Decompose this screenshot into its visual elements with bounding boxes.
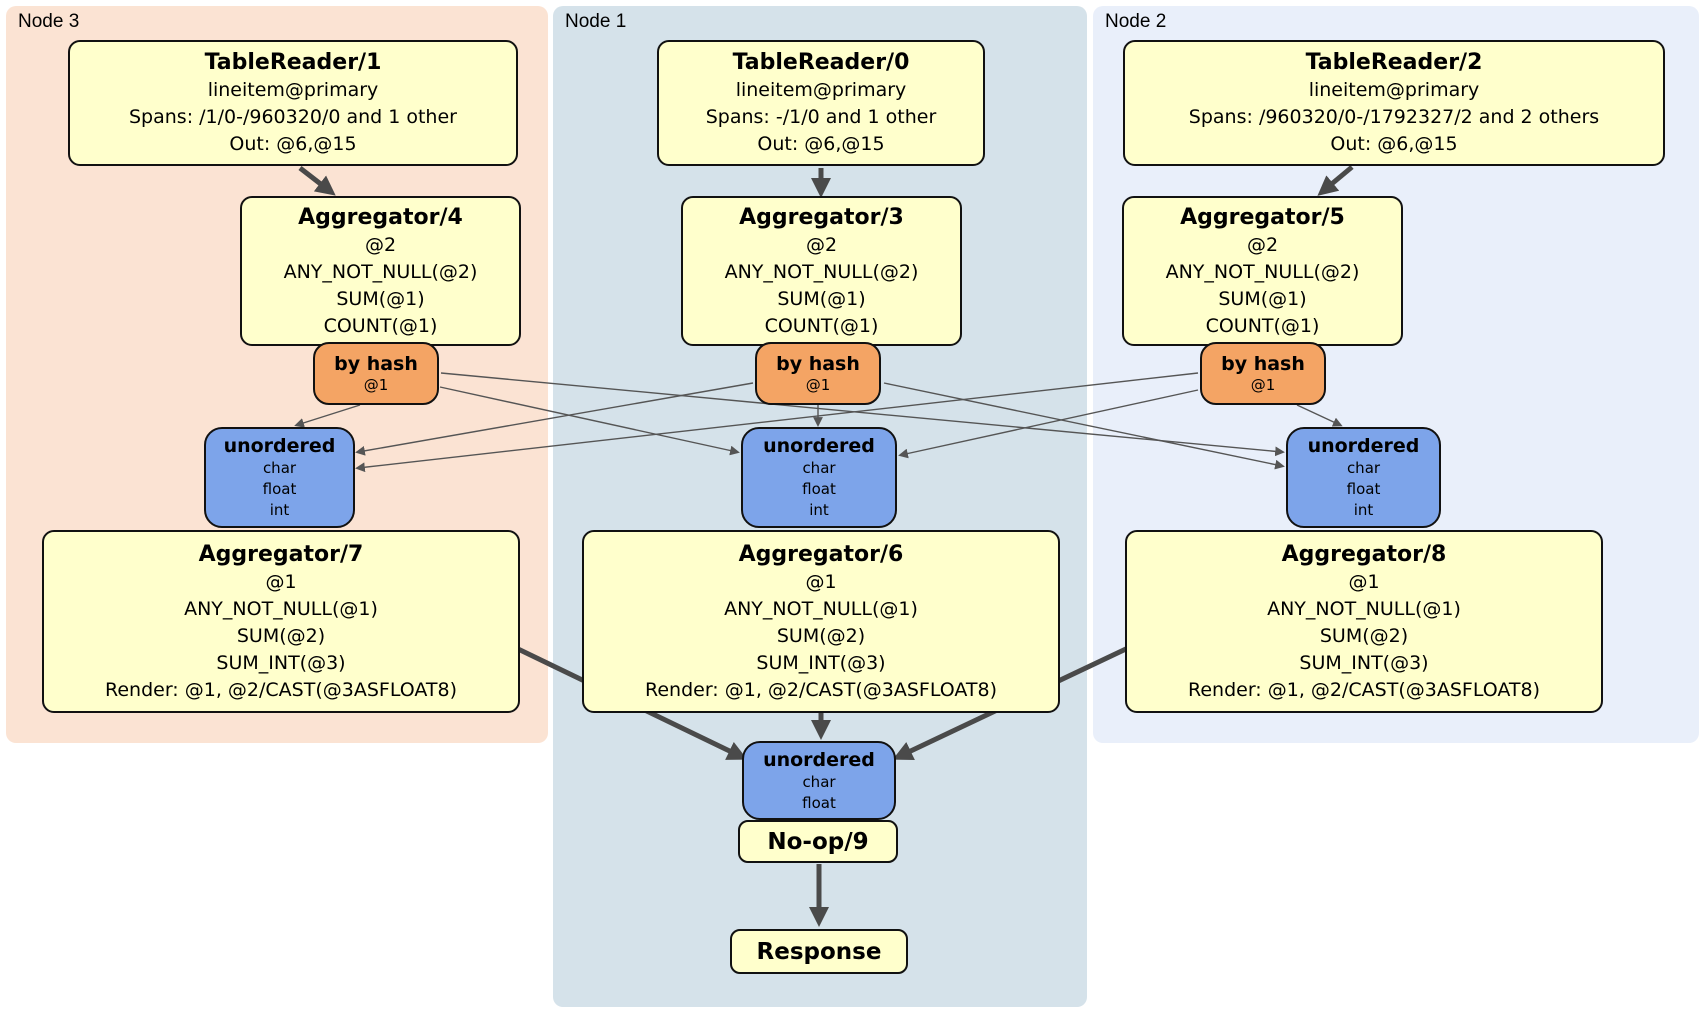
edge-tr1-to-agg4	[298, 166, 336, 196]
processor-detail: ANY_NOT_NULL(@1)	[1267, 597, 1461, 620]
processor-detail: SUM(@1)	[777, 287, 866, 310]
sync-unordered-center: unordered char float int	[741, 427, 897, 528]
processor-detail: SUM_INT(@3)	[1299, 651, 1429, 674]
processor-detail: ANY_NOT_NULL(@2)	[283, 260, 478, 283]
edge-bh4-to-sync-right	[440, 372, 1285, 457]
processor-detail: @2	[805, 233, 838, 256]
sync-type: int	[269, 501, 290, 519]
processor-aggregator-5: Aggregator/5 @2 ANY_NOT_NULL(@2) SUM(@1)…	[1122, 196, 1403, 346]
processor-detail: @1	[805, 570, 837, 593]
sync-type: float	[262, 480, 297, 498]
processor-detail: @1	[1348, 570, 1380, 593]
router-key: @1	[805, 375, 831, 394]
sync-title: unordered	[223, 435, 336, 457]
processor-noop-9: No-op/9	[738, 820, 898, 863]
processor-detail: COUNT(@1)	[1205, 314, 1320, 337]
processor-title: TableReader/1	[204, 50, 382, 75]
router-by-hash-4: by hash @1	[313, 342, 439, 405]
response-box: Response	[730, 929, 908, 974]
processor-aggregator-6: Aggregator/6 @1 ANY_NOT_NULL(@1) SUM(@2)…	[582, 530, 1060, 713]
router-title: by hash	[1221, 352, 1305, 375]
router-title: by hash	[776, 352, 860, 375]
edge-bh5-to-sync-right	[1296, 404, 1343, 427]
node2-group-label: Node 2	[1105, 11, 1167, 32]
processor-aggregator-4: Aggregator/4 @2 ANY_NOT_NULL(@2) SUM(@1)…	[240, 196, 521, 346]
router-key: @1	[363, 375, 389, 394]
processor-aggregator-3: Aggregator/3 @2 ANY_NOT_NULL(@2) SUM(@1)…	[681, 196, 962, 346]
processor-detail: Render: @1, @2/CAST(@3ASFLOAT8)	[1188, 678, 1540, 701]
processor-aggregator-8: Aggregator/8 @1 ANY_NOT_NULL(@1) SUM(@2)…	[1125, 530, 1603, 713]
processor-detail: Render: @1, @2/CAST(@3ASFLOAT8)	[105, 678, 457, 701]
processor-detail: Spans: /1/0-/960320/0 and 1 other	[129, 106, 457, 128]
processor-detail: Out: @6,@15	[1330, 133, 1458, 155]
sync-unordered-final: unordered char float	[742, 741, 896, 820]
node3-group-label: Node 3	[18, 11, 80, 32]
sync-type: float	[802, 480, 836, 498]
processor-detail: ANY_NOT_NULL(@2)	[724, 260, 919, 283]
processor-tablereader-1: TableReader/1 lineitem@primary Spans: /1…	[68, 40, 518, 166]
processor-title: Aggregator/6	[738, 541, 904, 567]
processor-detail: lineitem@primary	[207, 79, 379, 101]
sync-type: float	[802, 793, 836, 812]
processor-detail: ANY_NOT_NULL(@2)	[1165, 260, 1360, 283]
processor-detail: ANY_NOT_NULL(@1)	[724, 597, 918, 620]
processor-detail: SUM(@2)	[1319, 624, 1409, 647]
edge-bh4-to-sync-center	[439, 386, 740, 456]
processor-tablereader-2: TableReader/2 lineitem@primary Spans: /9…	[1123, 40, 1665, 166]
processor-detail: Out: @6,@15	[757, 133, 885, 155]
processor-title: Aggregator/7	[198, 541, 364, 567]
sync-unordered-right: unordered char float int	[1286, 427, 1441, 528]
processor-detail: lineitem@primary	[1308, 79, 1480, 101]
sync-type: char	[262, 459, 297, 477]
processor-detail: COUNT(@1)	[764, 314, 879, 337]
processor-title: Aggregator/3	[739, 204, 904, 230]
processor-detail: SUM(@1)	[336, 287, 425, 310]
processor-title: Aggregator/5	[1180, 204, 1345, 230]
processor-detail: SUM_INT(@3)	[216, 651, 346, 674]
edge-bh3-to-sync-left	[355, 382, 754, 456]
processor-title: TableReader/2	[1305, 50, 1483, 75]
processor-detail: SUM(@2)	[236, 624, 326, 647]
sync-title: unordered	[1307, 435, 1420, 457]
processor-title: TableReader/0	[732, 50, 910, 75]
edge-bh5-to-sync-center	[898, 389, 1199, 459]
processor-detail: ANY_NOT_NULL(@1)	[184, 597, 378, 620]
sync-title: unordered	[763, 748, 875, 771]
router-by-hash-5: by hash @1	[1200, 342, 1326, 405]
sync-type: int	[1353, 501, 1374, 519]
edge-bh5-to-sync-left	[355, 372, 1199, 473]
edge-tr2-to-agg5	[1317, 165, 1354, 196]
processor-detail: @1	[265, 570, 297, 593]
response-title: Response	[756, 938, 882, 965]
router-by-hash-3: by hash @1	[755, 342, 881, 405]
edge-bh3-to-sync-right	[883, 382, 1285, 470]
edge-bh4-to-sync-left	[294, 404, 361, 428]
processor-detail: Out: @6,@15	[229, 133, 357, 155]
processor-detail: Render: @1, @2/CAST(@3ASFLOAT8)	[645, 678, 997, 701]
sync-type: char	[802, 459, 836, 477]
processor-detail: Spans: -/1/0 and 1 other	[705, 106, 937, 128]
sync-unordered-left: unordered char float int	[204, 427, 355, 528]
sync-type: int	[809, 501, 829, 519]
sync-title: unordered	[763, 435, 875, 457]
processor-detail: SUM_INT(@3)	[756, 651, 886, 674]
router-title: by hash	[334, 352, 418, 375]
processor-detail: Spans: /960320/0-/1792327/2 and 2 others	[1188, 106, 1600, 128]
processor-title: Aggregator/4	[298, 204, 463, 230]
processor-detail: SUM(@1)	[1218, 287, 1307, 310]
router-key: @1	[1250, 375, 1276, 394]
processor-detail: @2	[364, 233, 397, 256]
processor-detail: lineitem@primary	[735, 79, 907, 101]
sync-type: float	[1346, 480, 1381, 498]
processor-tablereader-0: TableReader/0 lineitem@primary Spans: -/…	[657, 40, 985, 166]
sync-type: char	[802, 772, 836, 791]
processor-detail: SUM(@2)	[776, 624, 866, 647]
processor-title: No-op/9	[767, 828, 869, 855]
processor-detail: @2	[1246, 233, 1279, 256]
processor-title: Aggregator/8	[1281, 541, 1447, 567]
node1-group-label: Node 1	[565, 11, 627, 32]
sync-type: char	[1346, 459, 1381, 477]
processor-detail: COUNT(@1)	[323, 314, 438, 337]
processor-aggregator-7: Aggregator/7 @1 ANY_NOT_NULL(@1) SUM(@2)…	[42, 530, 520, 713]
